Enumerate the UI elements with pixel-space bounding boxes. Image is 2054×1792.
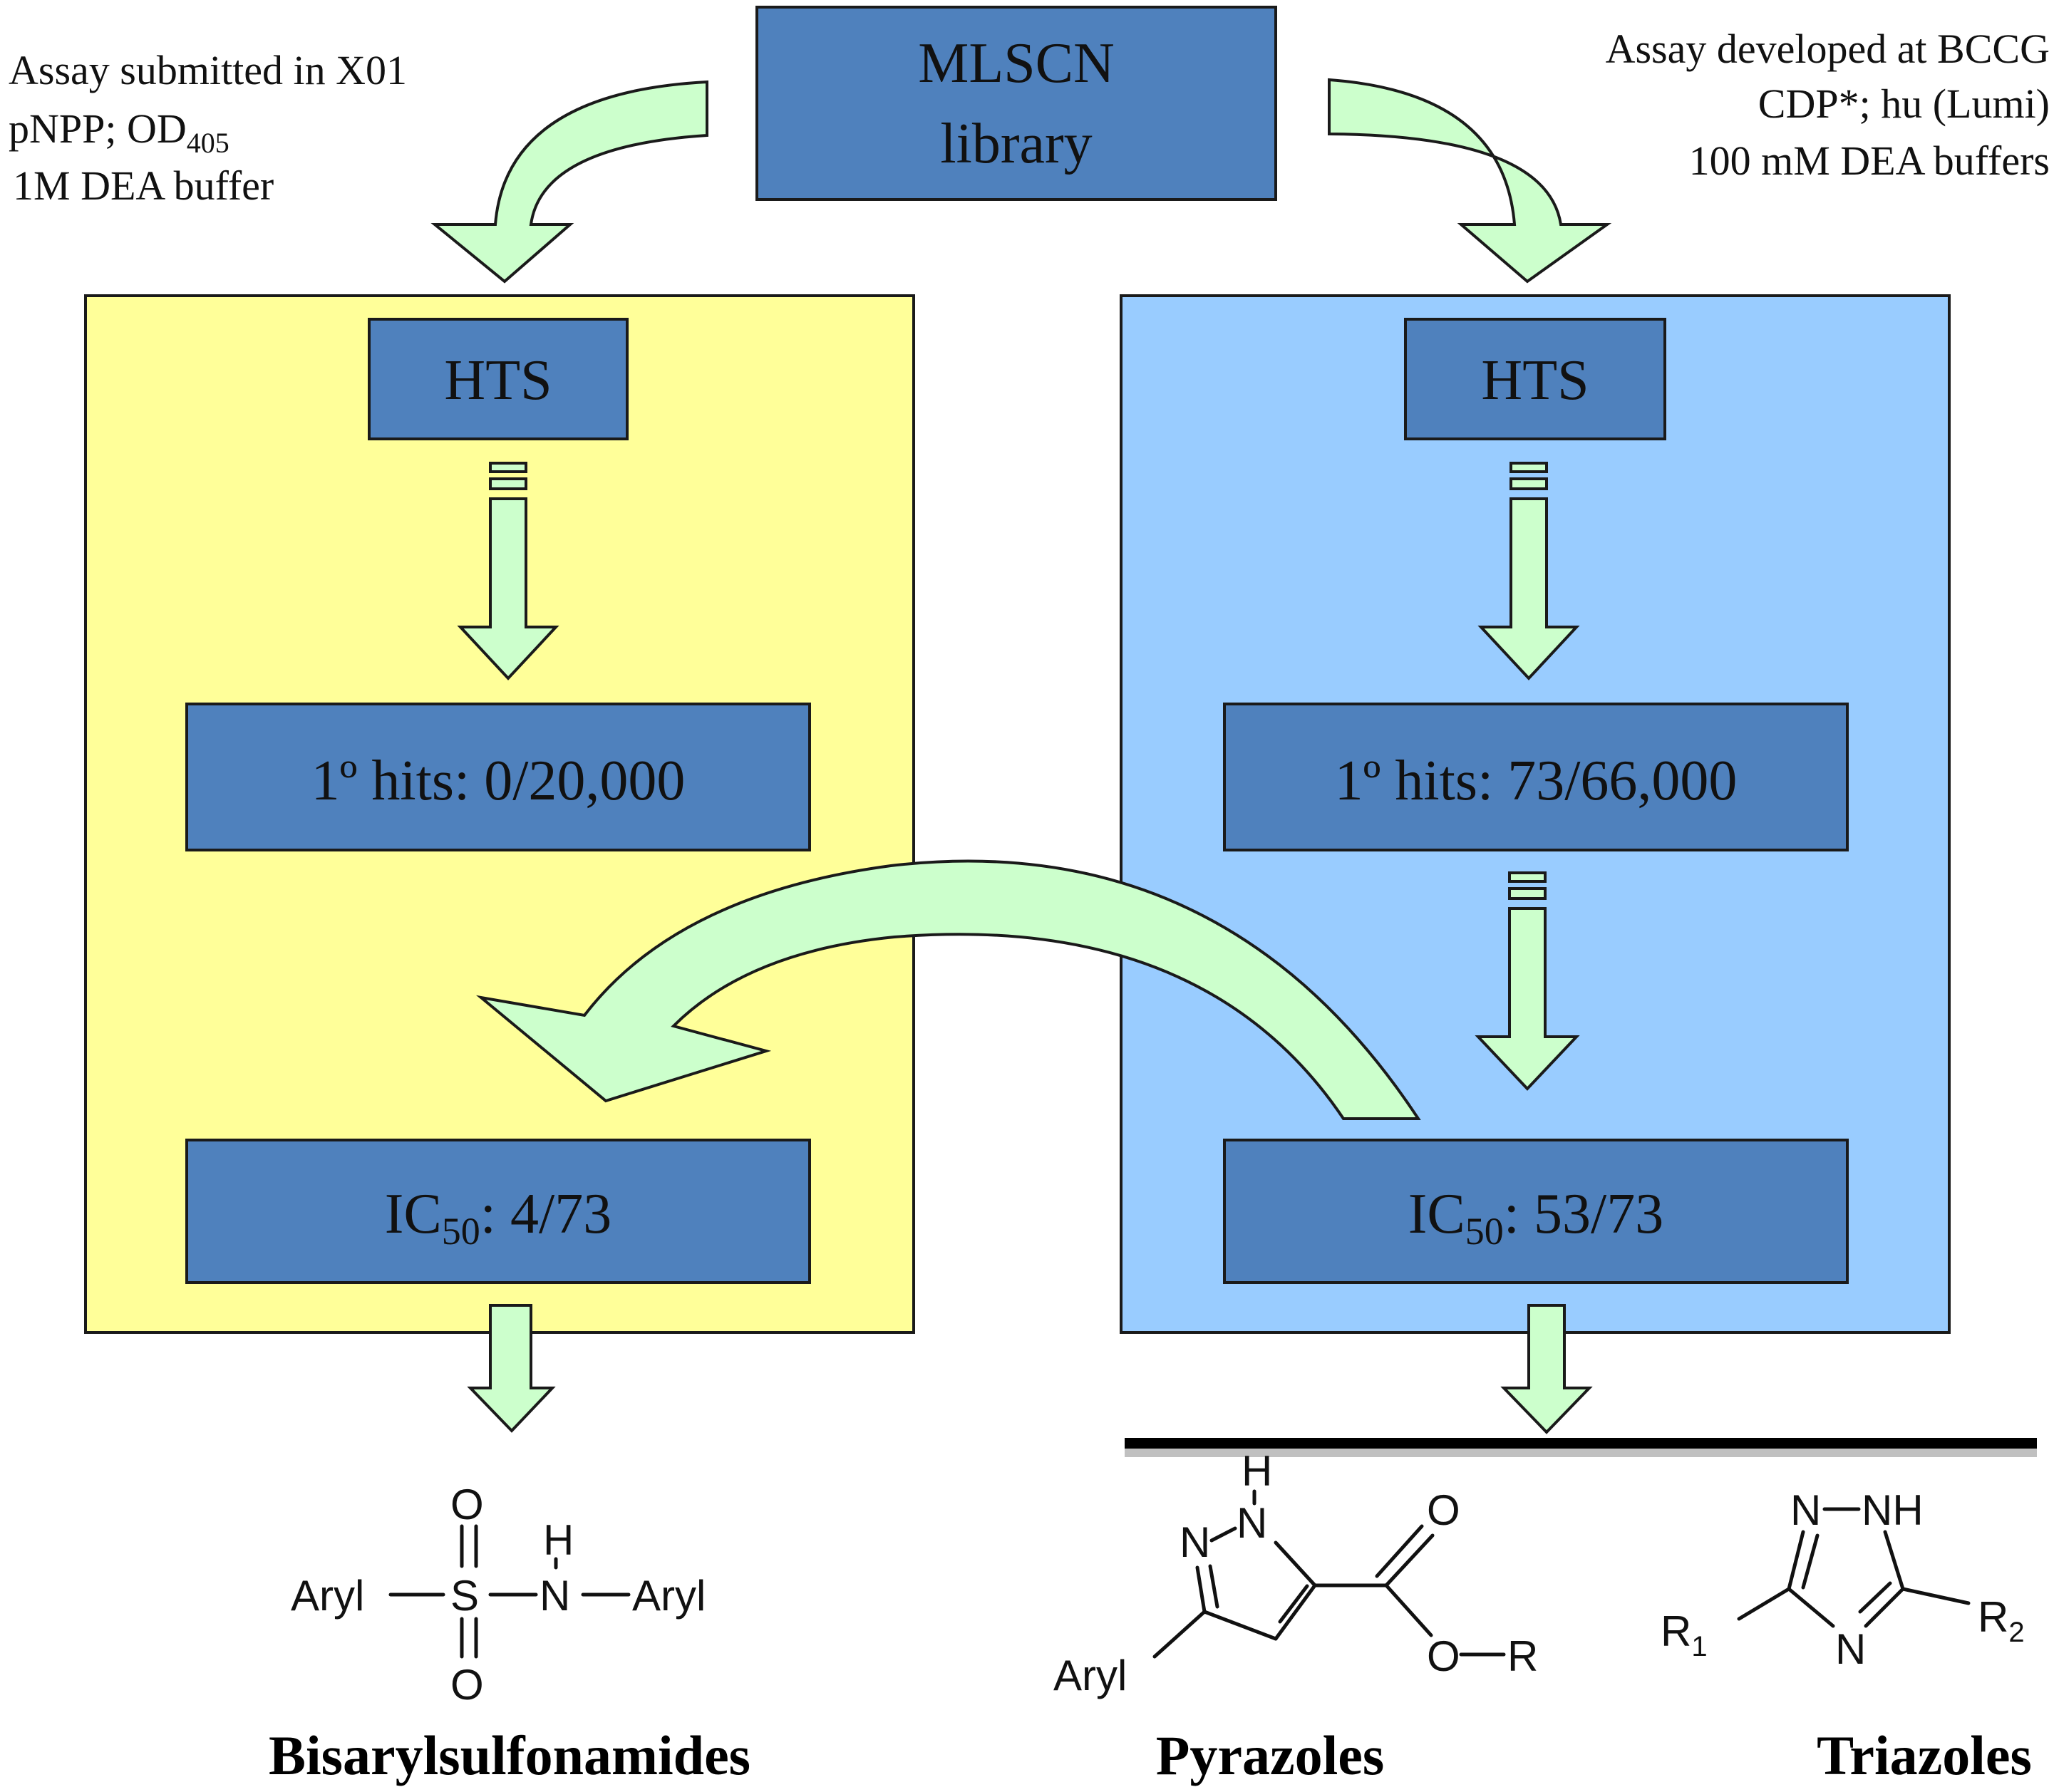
pyrazole-ester-oxygen: O (1427, 1632, 1460, 1680)
right-hts-to-hits-arrow (1477, 462, 1580, 680)
right-ic50-box (1223, 1139, 1849, 1284)
pyrazole-carbonyl-oxygen: O (1427, 1486, 1460, 1534)
pyrazoles-caption: Pyrazoles (1156, 1724, 1385, 1786)
bisaryl-oxygen-bottom: O (450, 1661, 484, 1709)
right-hts-box (1404, 318, 1666, 440)
triazole-structure: N NH N R1 R2 (1661, 1486, 2025, 1673)
triazoles-caption: Triazoles (1817, 1724, 2032, 1786)
bisaryl-hydrogen: H (543, 1516, 574, 1564)
triazole-nh: NH (1862, 1486, 1924, 1534)
left-assay-note-line3: 1M DEA buffer (13, 162, 274, 209)
bisaryl-aryl-right: Aryl (632, 1572, 706, 1620)
right-primary-hits-label: 1º hits: 73/66,000 (1335, 750, 1738, 812)
pyrazole-hydrogen: H (1242, 1447, 1272, 1495)
library-title-line1: MLSCN (918, 32, 1115, 95)
right-hits-to-ic50-arrow (1475, 871, 1580, 1091)
pyrazole-aryl: Aryl (1053, 1652, 1127, 1699)
compound-separator-shadow (1125, 1449, 2037, 1457)
left-primary-hits-box (185, 703, 811, 851)
right-hts-label: HTS (1481, 349, 1589, 412)
triazole-n1: N (1790, 1486, 1821, 1534)
mlscn-library-box (755, 6, 1277, 201)
bisaryl-oxygen-top: O (450, 1481, 484, 1528)
compound-separator-bar (1125, 1438, 2037, 1449)
triazole-r2: R2 (1978, 1593, 2025, 1648)
left-hts-box (368, 318, 629, 440)
curved-arrow-right-hits-to-left-ic50 (475, 859, 1421, 1120)
bisarylsulfonamide-structure: Aryl S N H Aryl O O (291, 1481, 706, 1709)
pyrazole-structure: H N N O O R Aryl (1053, 1447, 1538, 1699)
left-ic50-to-compound-arrow (467, 1304, 556, 1433)
curved-arrow-library-to-left-hts (430, 80, 708, 284)
right-ic50-to-compounds-arrow (1500, 1304, 1593, 1434)
bisaryl-sulfur: S (450, 1572, 479, 1620)
triazole-r1: R1 (1661, 1607, 1708, 1662)
right-ic50-label: IC50: 53/73 (1408, 1183, 1663, 1253)
right-assay-note-line3: 100 mM DEA buffers (1689, 138, 2050, 184)
right-assay-note-line1: Assay developed at BCCG (1606, 26, 2050, 72)
bisarylsulfonamides-caption: Bisarylsulfonamides (269, 1724, 750, 1786)
left-hts-to-hits-arrow (457, 462, 559, 680)
library-title-line2: library (940, 113, 1092, 175)
right-primary-hits-box (1223, 703, 1849, 851)
triazole-n3: N (1835, 1625, 1866, 1673)
left-ic50-label: IC50: 4/73 (385, 1183, 611, 1253)
bisaryl-nitrogen: N (540, 1572, 570, 1620)
pyrazole-n1: N (1237, 1499, 1267, 1547)
curved-arrow-library-to-right-hts (1328, 78, 1612, 284)
pyrazole-n2: N (1180, 1518, 1210, 1566)
bisaryl-aryl-left: Aryl (291, 1572, 364, 1620)
pyrazole-r-group: R (1507, 1632, 1538, 1680)
left-assay-note-line2: pNPP; OD405 (9, 105, 229, 159)
left-ic50-box (185, 1139, 811, 1284)
left-assay-note-line1: Assay submitted in X01 (9, 47, 407, 93)
left-primary-hits-label: 1º hits: 0/20,000 (311, 750, 686, 812)
right-assay-note-line2: CDP*; hu (Lumi) (1758, 81, 2050, 127)
left-hts-label: HTS (444, 349, 552, 412)
